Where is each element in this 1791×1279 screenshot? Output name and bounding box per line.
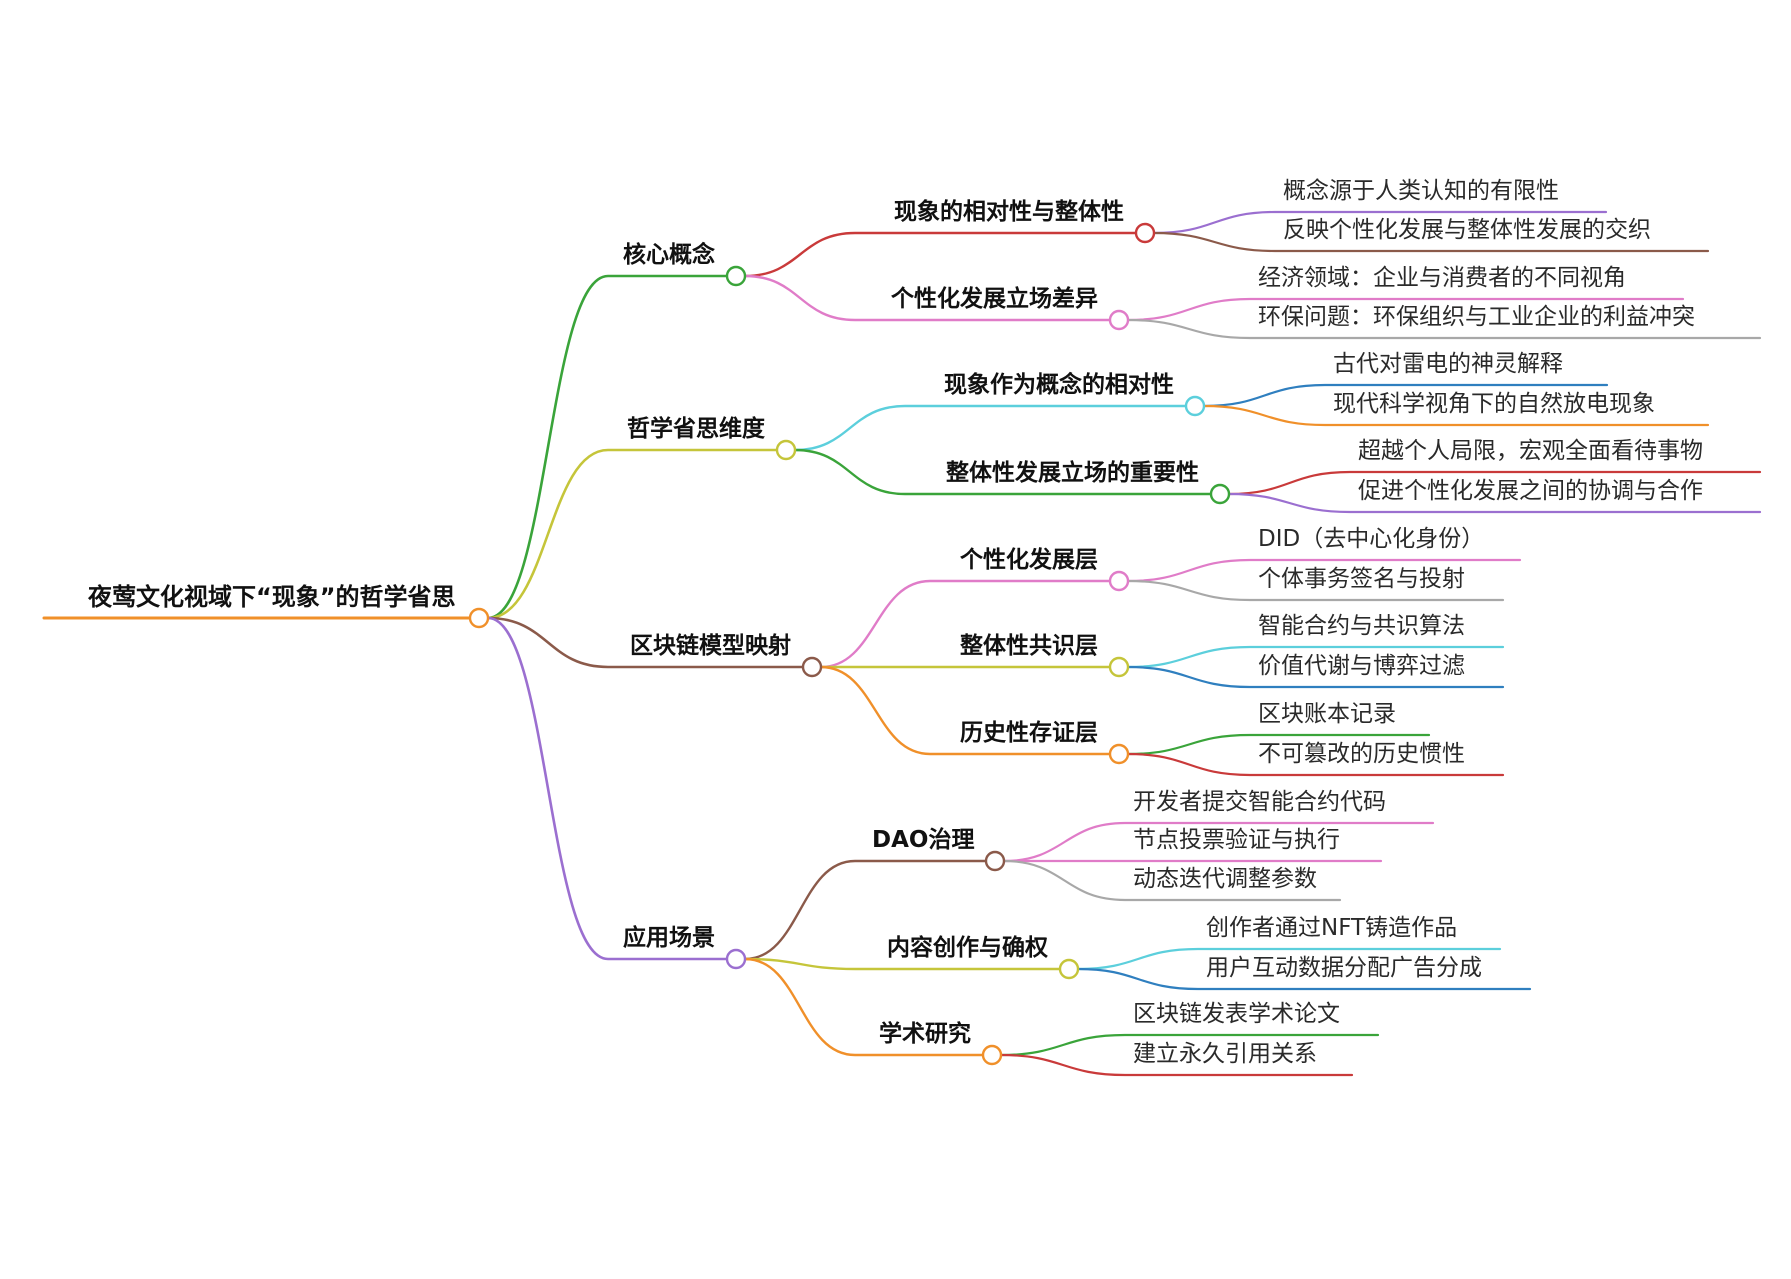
subtopic-collapse-toggle[interactable] [1108,309,1130,331]
subtopic-collapse-toggle[interactable] [981,1044,1003,1066]
leaf-label: 用户互动数据分配广告分成 [1206,955,1482,981]
leaf-label: 古代对雷电的神灵解释 [1333,351,1563,377]
subtopic-label: 现象的相对性与整体性 [894,199,1124,225]
subtopic-label: 整体性发展立场的重要性 [946,460,1199,486]
leaf-connector [1202,404,1710,427]
leaf-connector [999,1053,1354,1077]
leaf-connector [1126,665,1505,689]
branch-label: 哲学省思维度 [627,416,765,442]
leaf-label: 区块链发表学术论文 [1133,1001,1340,1027]
branch-connector [486,274,729,620]
leaf-connector [1227,492,1762,514]
leaf-connector [1076,967,1532,991]
subtopic-label: 内容创作与确权 [887,935,1048,961]
leaf-connector [1002,859,1342,902]
leaf-label: 超越个人局限，宏观全面看待事物 [1358,438,1703,464]
leaf-label: 创作者通过NFT铸造作品 [1206,915,1458,941]
subtopic-connector [743,957,985,1057]
leaf-label: 现代科学视角下的自然放电现象 [1333,391,1655,417]
subtopic-connector [793,404,1188,452]
leaf-label: 概念源于人类认知的有限性 [1283,178,1559,204]
leaf-connector [1126,579,1505,602]
branch-collapse-toggle[interactable] [801,656,823,678]
leaf-label: 动态迭代调整参数 [1133,866,1317,892]
branch-connector [486,448,779,620]
subtopic-connector [743,231,1138,278]
subtopic-collapse-toggle[interactable] [1058,958,1080,980]
root-collapse-toggle[interactable] [468,607,490,629]
leaf-label: 促进个性化发展之间的协调与合作 [1358,478,1703,504]
subtopic-connector [819,665,1112,756]
branch-label: 核心概念 [623,242,715,268]
branch-collapse-toggle[interactable] [725,948,747,970]
subtopic-collapse-toggle[interactable] [1108,656,1130,678]
leaf-connector [1126,645,1505,669]
leaf-label: 区块账本记录 [1258,701,1396,727]
subtopic-connector [743,957,1062,971]
leaf-label: 个体事务签名与投射 [1258,566,1465,592]
subtopic-label: 历史性存证层 [960,720,1098,746]
branch-label: 应用场景 [623,925,715,951]
leaf-connector [1202,383,1609,408]
leaf-connector [1126,558,1522,583]
subtopic-collapse-toggle[interactable] [1209,483,1231,505]
subtopic-label: DAO治理 [872,827,975,853]
subtopic-label: 学术研究 [879,1021,971,1047]
branch-collapse-toggle[interactable] [725,265,747,287]
subtopic-connector [819,579,1112,669]
leaf-label: 建立永久引用关系 [1133,1041,1317,1067]
subtopic-connector [793,448,1213,496]
subtopic-collapse-toggle[interactable] [1134,222,1156,244]
subtopic-label: 整体性共识层 [960,633,1098,659]
leaf-label: DID（去中心化身份） [1258,526,1485,552]
branch-connector [486,616,805,669]
branch-collapse-toggle[interactable] [775,439,797,461]
leaf-label: 节点投票验证与执行 [1133,827,1340,853]
subtopic-label: 个性化发展立场差异 [891,286,1098,312]
leaf-connector [1126,752,1505,777]
branch-connector [486,616,729,961]
leaf-connector [1126,733,1431,756]
leaf-connector [1076,947,1502,971]
subtopic-collapse-toggle[interactable] [1108,570,1130,592]
leaf-label: 价值代谢与博弈过滤 [1258,653,1465,679]
leaf-connector [1126,318,1762,340]
subtopic-collapse-toggle[interactable] [984,850,1006,872]
branch-label: 区块链模型映射 [630,633,791,659]
leaf-connector [999,1033,1380,1057]
subtopic-label: 现象作为概念的相对性 [944,372,1174,398]
subtopic-collapse-toggle[interactable] [1184,395,1206,417]
leaf-connector [1152,231,1710,253]
leaf-connector [1227,470,1762,496]
subtopic-collapse-toggle[interactable] [1108,743,1130,765]
subtopic-connector [743,274,1112,322]
leaf-label: 反映个性化发展与整体性发展的交织 [1283,217,1651,243]
leaf-connector [1002,821,1435,863]
leaf-label: 开发者提交智能合约代码 [1133,789,1386,815]
leaf-label: 经济领域：企业与消费者的不同视角 [1258,265,1626,291]
subtopic-connector [743,859,988,961]
subtopic-label: 个性化发展层 [960,547,1098,573]
leaf-connector [1126,297,1685,322]
root-title: 夜莺文化视域下“现象”的哲学省思 [88,583,456,611]
leaf-label: 环保问题：环保组织与工业企业的利益冲突 [1258,304,1695,330]
leaf-label: 不可篡改的历史惯性 [1258,741,1465,767]
leaf-label: 智能合约与共识算法 [1258,613,1465,639]
leaf-connector [1152,210,1608,235]
